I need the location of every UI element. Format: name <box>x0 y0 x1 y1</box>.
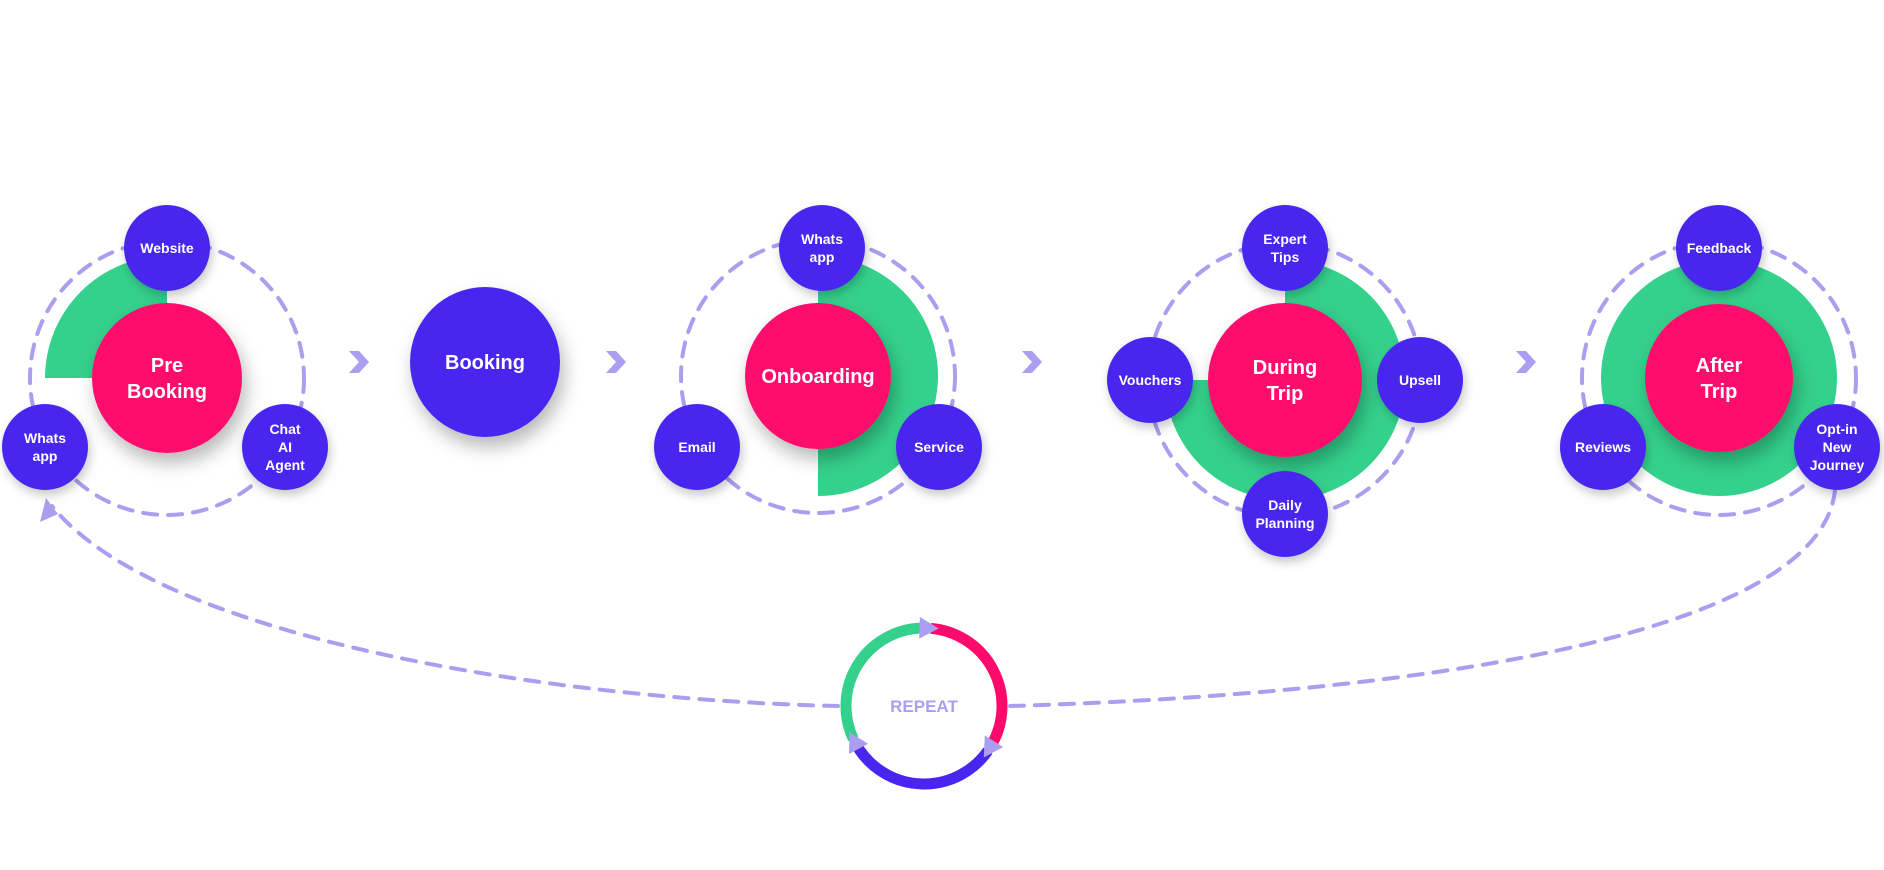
channel-service[interactable]: Service <box>896 404 982 490</box>
label-line: Whats <box>801 231 843 247</box>
repeat-cycle: REPEAT <box>840 617 1008 790</box>
loop-connector-right <box>1008 488 1837 708</box>
dashed-orbit <box>1580 239 1858 517</box>
label-line: Website <box>140 240 194 256</box>
channel-email[interactable]: Email <box>654 404 740 490</box>
flow-arrows <box>349 351 1536 373</box>
dashed-orbit <box>28 239 306 517</box>
chevron-right-icon <box>1516 351 1536 373</box>
channel-circle[interactable] <box>1377 337 1463 423</box>
channel-upsell[interactable]: Upsell <box>1377 337 1463 423</box>
label-line: Tips <box>1271 249 1300 265</box>
stage-onboarding[interactable]: Onboarding <box>745 303 891 449</box>
repeat-arc-pink <box>930 622 1008 748</box>
label-line: Planning <box>1255 515 1314 531</box>
label-line: Whats <box>24 430 66 446</box>
label-line: Trip <box>1267 383 1304 405</box>
channel-circle[interactable] <box>1242 471 1328 557</box>
repeat-label: REPEAT <box>890 697 958 716</box>
label-line: Feedback <box>1687 240 1752 256</box>
label-line: Booking <box>127 381 207 403</box>
label-line: Vouchers <box>1119 372 1182 388</box>
repeat-arc-purple <box>851 742 993 790</box>
cycle-arrow-icon <box>848 732 869 755</box>
loop-connector-left <box>50 504 840 708</box>
repeat-loop-connectors <box>40 488 1837 708</box>
channel-reviews[interactable]: Reviews <box>1560 404 1646 490</box>
label-line: AI <box>278 439 292 455</box>
channel-circle[interactable] <box>1107 337 1193 423</box>
channel-circle[interactable] <box>1794 404 1880 490</box>
stage-circle[interactable] <box>92 303 242 453</box>
label-line: Upsell <box>1399 372 1441 388</box>
channel-website[interactable]: Website <box>124 205 210 291</box>
label-line: Chat <box>269 421 300 437</box>
stage-circle[interactable] <box>1208 303 1362 457</box>
chevron-right-icon <box>349 351 369 373</box>
label-line: Opt-in <box>1816 421 1857 437</box>
channel-circle[interactable] <box>1242 205 1328 291</box>
label-line: Agent <box>265 457 305 473</box>
channel-feedback[interactable]: Feedback <box>1676 205 1762 291</box>
arrowhead-icon <box>40 498 58 522</box>
chevron-right-icon <box>1022 351 1042 373</box>
channel-circle[interactable] <box>896 404 982 490</box>
label-line: Expert <box>1263 231 1307 247</box>
label-line: Journey <box>1810 457 1865 473</box>
label-line: Service <box>914 439 964 455</box>
label-line: Onboarding <box>761 366 874 388</box>
cycle-arrow-icon <box>983 735 1004 758</box>
label-line: Booking <box>445 352 525 374</box>
stage-circle[interactable] <box>410 287 560 437</box>
repeat-arc-green <box>840 622 925 742</box>
stage-circle[interactable] <box>1645 304 1793 452</box>
channel-circle[interactable] <box>124 205 210 291</box>
chevron-right-icon <box>606 351 626 373</box>
cycle-arrow-icon <box>919 617 939 639</box>
label-line: Trip <box>1701 381 1738 403</box>
channel-vouchers[interactable]: Vouchers <box>1107 337 1193 423</box>
channel-whats-app[interactable]: Whats app <box>779 205 865 291</box>
stage-booking[interactable]: Booking <box>410 287 560 437</box>
label-line: Email <box>678 439 715 455</box>
channel-circle[interactable] <box>654 404 740 490</box>
label-line: New <box>1823 439 1852 455</box>
label-line: Daily <box>1268 497 1302 513</box>
stage-circle[interactable] <box>745 303 891 449</box>
channel-circle[interactable] <box>1560 404 1646 490</box>
label-line: After <box>1696 355 1743 377</box>
channel-circle[interactable] <box>2 404 88 490</box>
label-line: Reviews <box>1575 439 1631 455</box>
dashed-orbit <box>679 237 957 515</box>
label-line: During <box>1253 357 1317 379</box>
label-line: app <box>810 249 835 265</box>
label-line: Pre <box>151 355 183 377</box>
channel-circle[interactable] <box>1676 205 1762 291</box>
label-line: app <box>33 448 58 464</box>
channel-circle[interactable] <box>242 404 328 490</box>
channel-circle[interactable] <box>779 205 865 291</box>
channel-whats-app[interactable]: Whats app <box>2 404 88 490</box>
